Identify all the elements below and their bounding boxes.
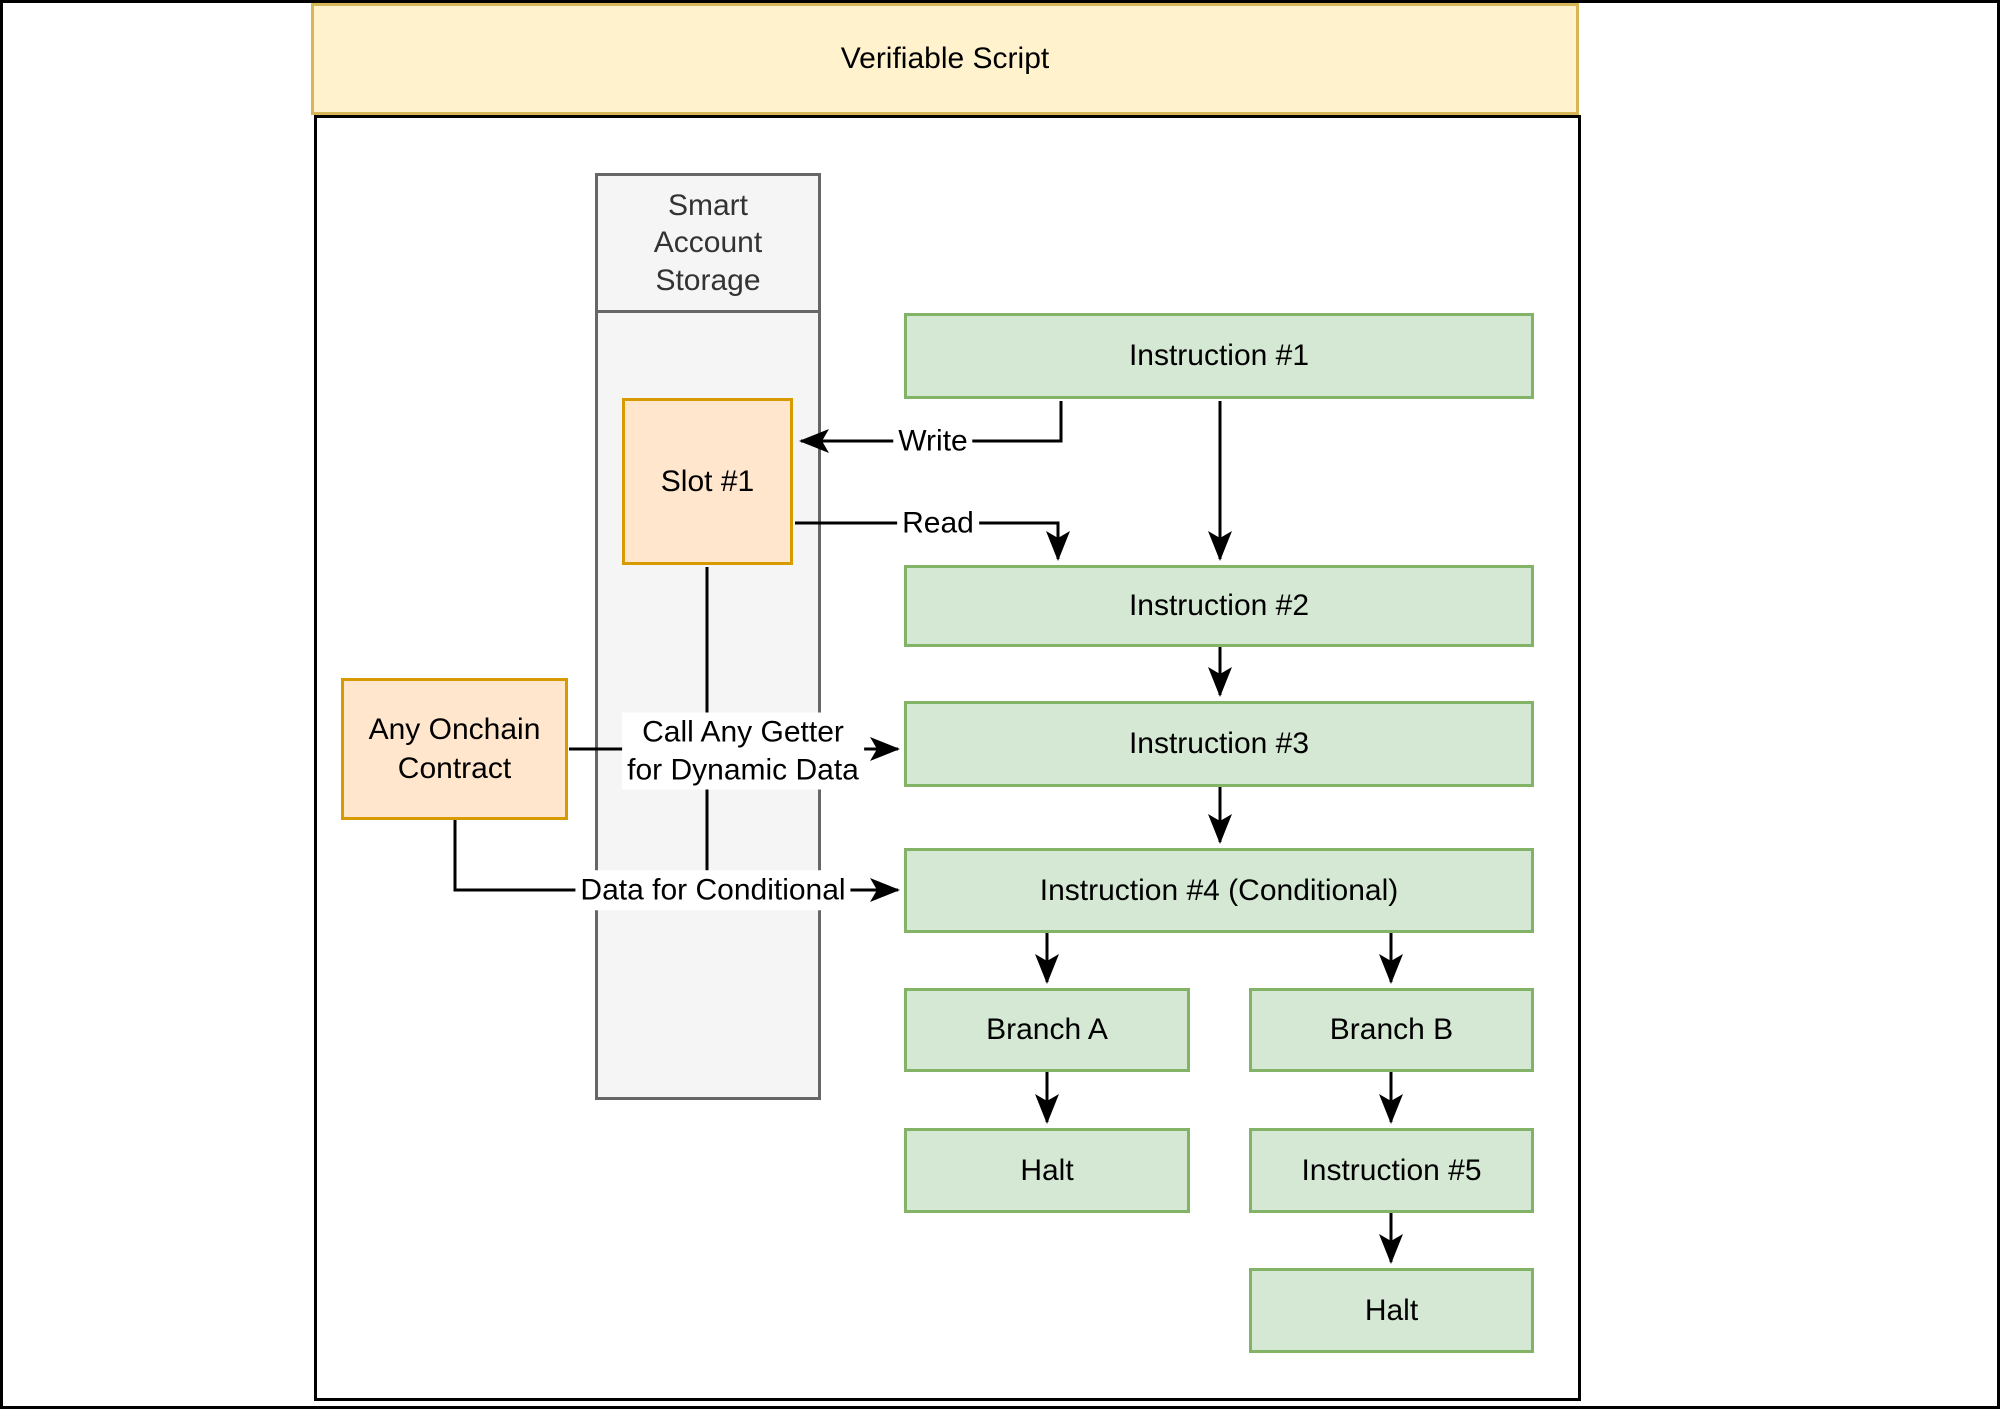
branch-a-label: Branch A: [986, 1013, 1108, 1046]
getter-edge-label-line1: Call Any Getter: [642, 715, 844, 749]
instruction-3-box: Instruction #3: [904, 701, 1534, 787]
read-edge-label: Read: [897, 503, 979, 543]
slot-1-label: Slot #1: [660, 465, 755, 498]
write-edge-label: Write: [893, 421, 973, 461]
branch-a-box: Branch A: [904, 988, 1190, 1072]
instruction-5-label: Instruction #5: [1301, 1153, 1482, 1187]
storage-header: Smart Account Storage: [595, 173, 821, 313]
branch-b-label: Branch B: [1329, 1013, 1454, 1046]
halt-a-box: Halt: [904, 1128, 1190, 1213]
slot-1-box: Slot #1: [622, 398, 793, 565]
conditional-edge-label: Data for Conditional: [575, 870, 851, 910]
storage-header-label: Smart Account Storage: [653, 188, 763, 297]
instruction-1-box: Instruction #1: [904, 313, 1534, 399]
onchain-contract-box: Any Onchain Contract: [341, 678, 568, 820]
instruction-3-label: Instruction #3: [1128, 727, 1310, 760]
instruction-2-label: Instruction #2: [1128, 589, 1310, 622]
instruction-1-label: Instruction #1: [1128, 339, 1310, 372]
halt-b-box: Halt: [1249, 1268, 1534, 1353]
halt-b-label: Halt: [1364, 1293, 1419, 1327]
instruction-2-box: Instruction #2: [904, 565, 1534, 647]
diagram-title: Verifiable Script: [840, 42, 1050, 75]
getter-edge-label-line2: for Dynamic Data: [627, 753, 859, 786]
branch-b-box: Branch B: [1249, 988, 1534, 1072]
instruction-5-box: Instruction #5: [1249, 1128, 1534, 1213]
instruction-4-box: Instruction #4 (Conditional): [904, 848, 1534, 933]
getter-edge-label: Call Any Getter for Dynamic Data: [622, 712, 864, 790]
instruction-4-label: Instruction #4 (Conditional): [1039, 873, 1399, 907]
halt-a-label: Halt: [1020, 1153, 1074, 1187]
title-bar: Verifiable Script: [311, 3, 1579, 115]
onchain-contract-label: Any Onchain Contract: [368, 713, 541, 785]
